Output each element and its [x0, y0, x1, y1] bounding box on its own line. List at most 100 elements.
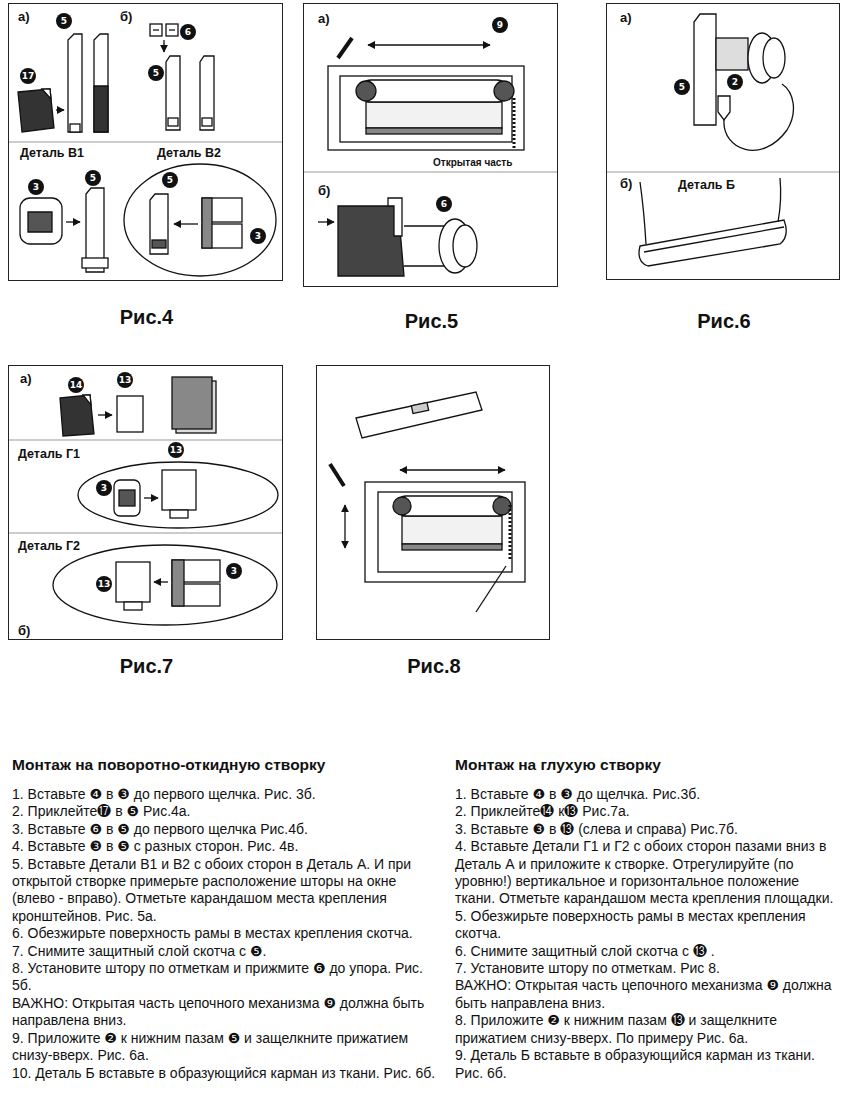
- fig4-parts: [68, 34, 82, 132]
- fig4-parts: [94, 86, 108, 132]
- callout-number: 5: [56, 13, 72, 29]
- fig4-parts: [70, 124, 80, 132]
- fig5-blind: [513, 98, 516, 148]
- fig5-blind: [494, 81, 514, 101]
- section-heading: Монтаж на глухую створку: [455, 756, 661, 774]
- fig4-parts: [28, 212, 52, 232]
- fig5-blind: [318, 38, 524, 276]
- instruction-step: 10. Деталь Б вставьте в образующийся кар…: [12, 1065, 440, 1082]
- fig8-blind: [356, 392, 482, 438]
- fig6-parts: [639, 14, 793, 266]
- fig4-parts: [18, 24, 276, 276]
- instruction-step: 5. Вставьте Детали В1 и В2 с обоих сторо…: [12, 856, 440, 926]
- fig8-blind: [378, 492, 512, 572]
- fig7-parts: [144, 497, 158, 498]
- panel-dividers: [606, 172, 840, 173]
- fig7-parts: [78, 462, 278, 528]
- fig8-blind: [402, 516, 502, 544]
- fig4-parts: [94, 34, 108, 132]
- fig4-parts: [200, 56, 214, 130]
- fig6-parts: [724, 84, 794, 150]
- fig6-parts: [778, 178, 781, 222]
- fig7-parts: [53, 545, 277, 625]
- fig6-parts: [644, 227, 784, 252]
- fig8-blind: [411, 402, 428, 413]
- panel-dividers: [8, 440, 283, 441]
- instruction-step: 5. Обезжирьте поверхность рамы в местах …: [455, 908, 843, 943]
- fig4-parts: [166, 24, 178, 36]
- callout-number: 5: [148, 65, 164, 81]
- fig6-parts: [763, 38, 785, 78]
- fig6-parts: [718, 96, 730, 120]
- fig7-parts: [114, 480, 140, 516]
- subfigure-letter: а): [20, 371, 32, 386]
- callout-number: 6: [436, 196, 452, 212]
- callout-number: 14: [68, 377, 84, 393]
- instruction-step: 4. Вставьте Детали Г1 и Г2 с обоих сторо…: [455, 838, 843, 908]
- fig8-blind: [476, 566, 506, 612]
- fig7-parts: [170, 510, 188, 518]
- fig4-parts: [124, 164, 276, 276]
- fig6-parts: [694, 14, 716, 125]
- callout-number: 13: [168, 442, 184, 458]
- instruction-step: 2. Приклейте⓱ в ❺ Рис.4а.: [12, 803, 440, 820]
- fig8-blind: [393, 497, 411, 515]
- fig5-blind: [366, 102, 502, 128]
- panel-dividers: [8, 533, 283, 534]
- figure-panel: Рис.5: [303, 3, 558, 287]
- fig7-parts: [172, 560, 184, 606]
- instruction-step: 9. Деталь Б вставьте в образующийся карм…: [455, 1047, 843, 1082]
- instruction-step: 6. Снимите защитный слой скотча с ⓭ .: [455, 943, 843, 960]
- callout-number: 3: [96, 480, 112, 496]
- instruction-step: 9. Приложите ❷ к нижним пазам ❺ и защелк…: [12, 1030, 440, 1065]
- callout-number: 3: [226, 563, 242, 579]
- fig7-parts: [119, 490, 135, 506]
- instruction-step: ВАЖНО: Открытая часть цепочного механизм…: [455, 977, 843, 1012]
- fig4-parts: [56, 109, 64, 110]
- callout-number: 5: [674, 79, 690, 95]
- fig4-parts: [153, 29, 159, 30]
- fig4-parts: [150, 194, 168, 254]
- fig7-parts: [116, 562, 150, 602]
- section-heading: Монтаж на поворотно-откидную створку: [12, 756, 325, 774]
- fig5-blind: [368, 44, 490, 45]
- fig5-blind: [356, 81, 376, 101]
- fig5-blind: [328, 66, 524, 150]
- callout-number: 9: [492, 17, 508, 33]
- fig4-parts: [168, 118, 178, 126]
- fig4-parts: [163, 40, 164, 52]
- fig5-blind: [366, 128, 502, 134]
- figure-panel: Рис.8: [316, 365, 550, 640]
- fig8-blind: [509, 505, 512, 560]
- subfigure-letter: а): [18, 9, 30, 24]
- fig4-parts: [150, 24, 162, 36]
- fig4-parts: [202, 198, 212, 248]
- callout-number: 2: [727, 74, 743, 90]
- fig8-blind: [402, 544, 502, 550]
- fig4-parts: [20, 198, 62, 244]
- detail-label: Деталь В1: [20, 146, 84, 160]
- fig7-parts: [117, 396, 143, 432]
- subfigure-letter: а): [620, 10, 632, 25]
- fig8-blind: [330, 464, 344, 486]
- fig7-parts: [162, 470, 196, 510]
- fig8-blind: [493, 497, 511, 515]
- callout-number: 6: [180, 24, 196, 40]
- callout-number: 17: [20, 68, 36, 84]
- panel-dividers: [8, 142, 283, 143]
- fig4-parts: [82, 258, 108, 268]
- callout-number: 3: [28, 179, 44, 195]
- callout-number: 5: [85, 170, 101, 186]
- panel-dividers: [303, 172, 558, 173]
- fig7-parts: [83, 395, 91, 405]
- figure-caption: Рис.6: [697, 310, 750, 333]
- fig5-blind: [360, 80, 508, 102]
- fig8-blind: [344, 505, 345, 548]
- fig8-blind: [365, 482, 525, 582]
- fig8-blind: [400, 469, 505, 470]
- fig4-parts: [202, 118, 212, 126]
- callout-number: 13: [117, 372, 133, 388]
- figure-panel: Рис.6: [606, 3, 840, 280]
- callout-number: 3: [250, 228, 266, 244]
